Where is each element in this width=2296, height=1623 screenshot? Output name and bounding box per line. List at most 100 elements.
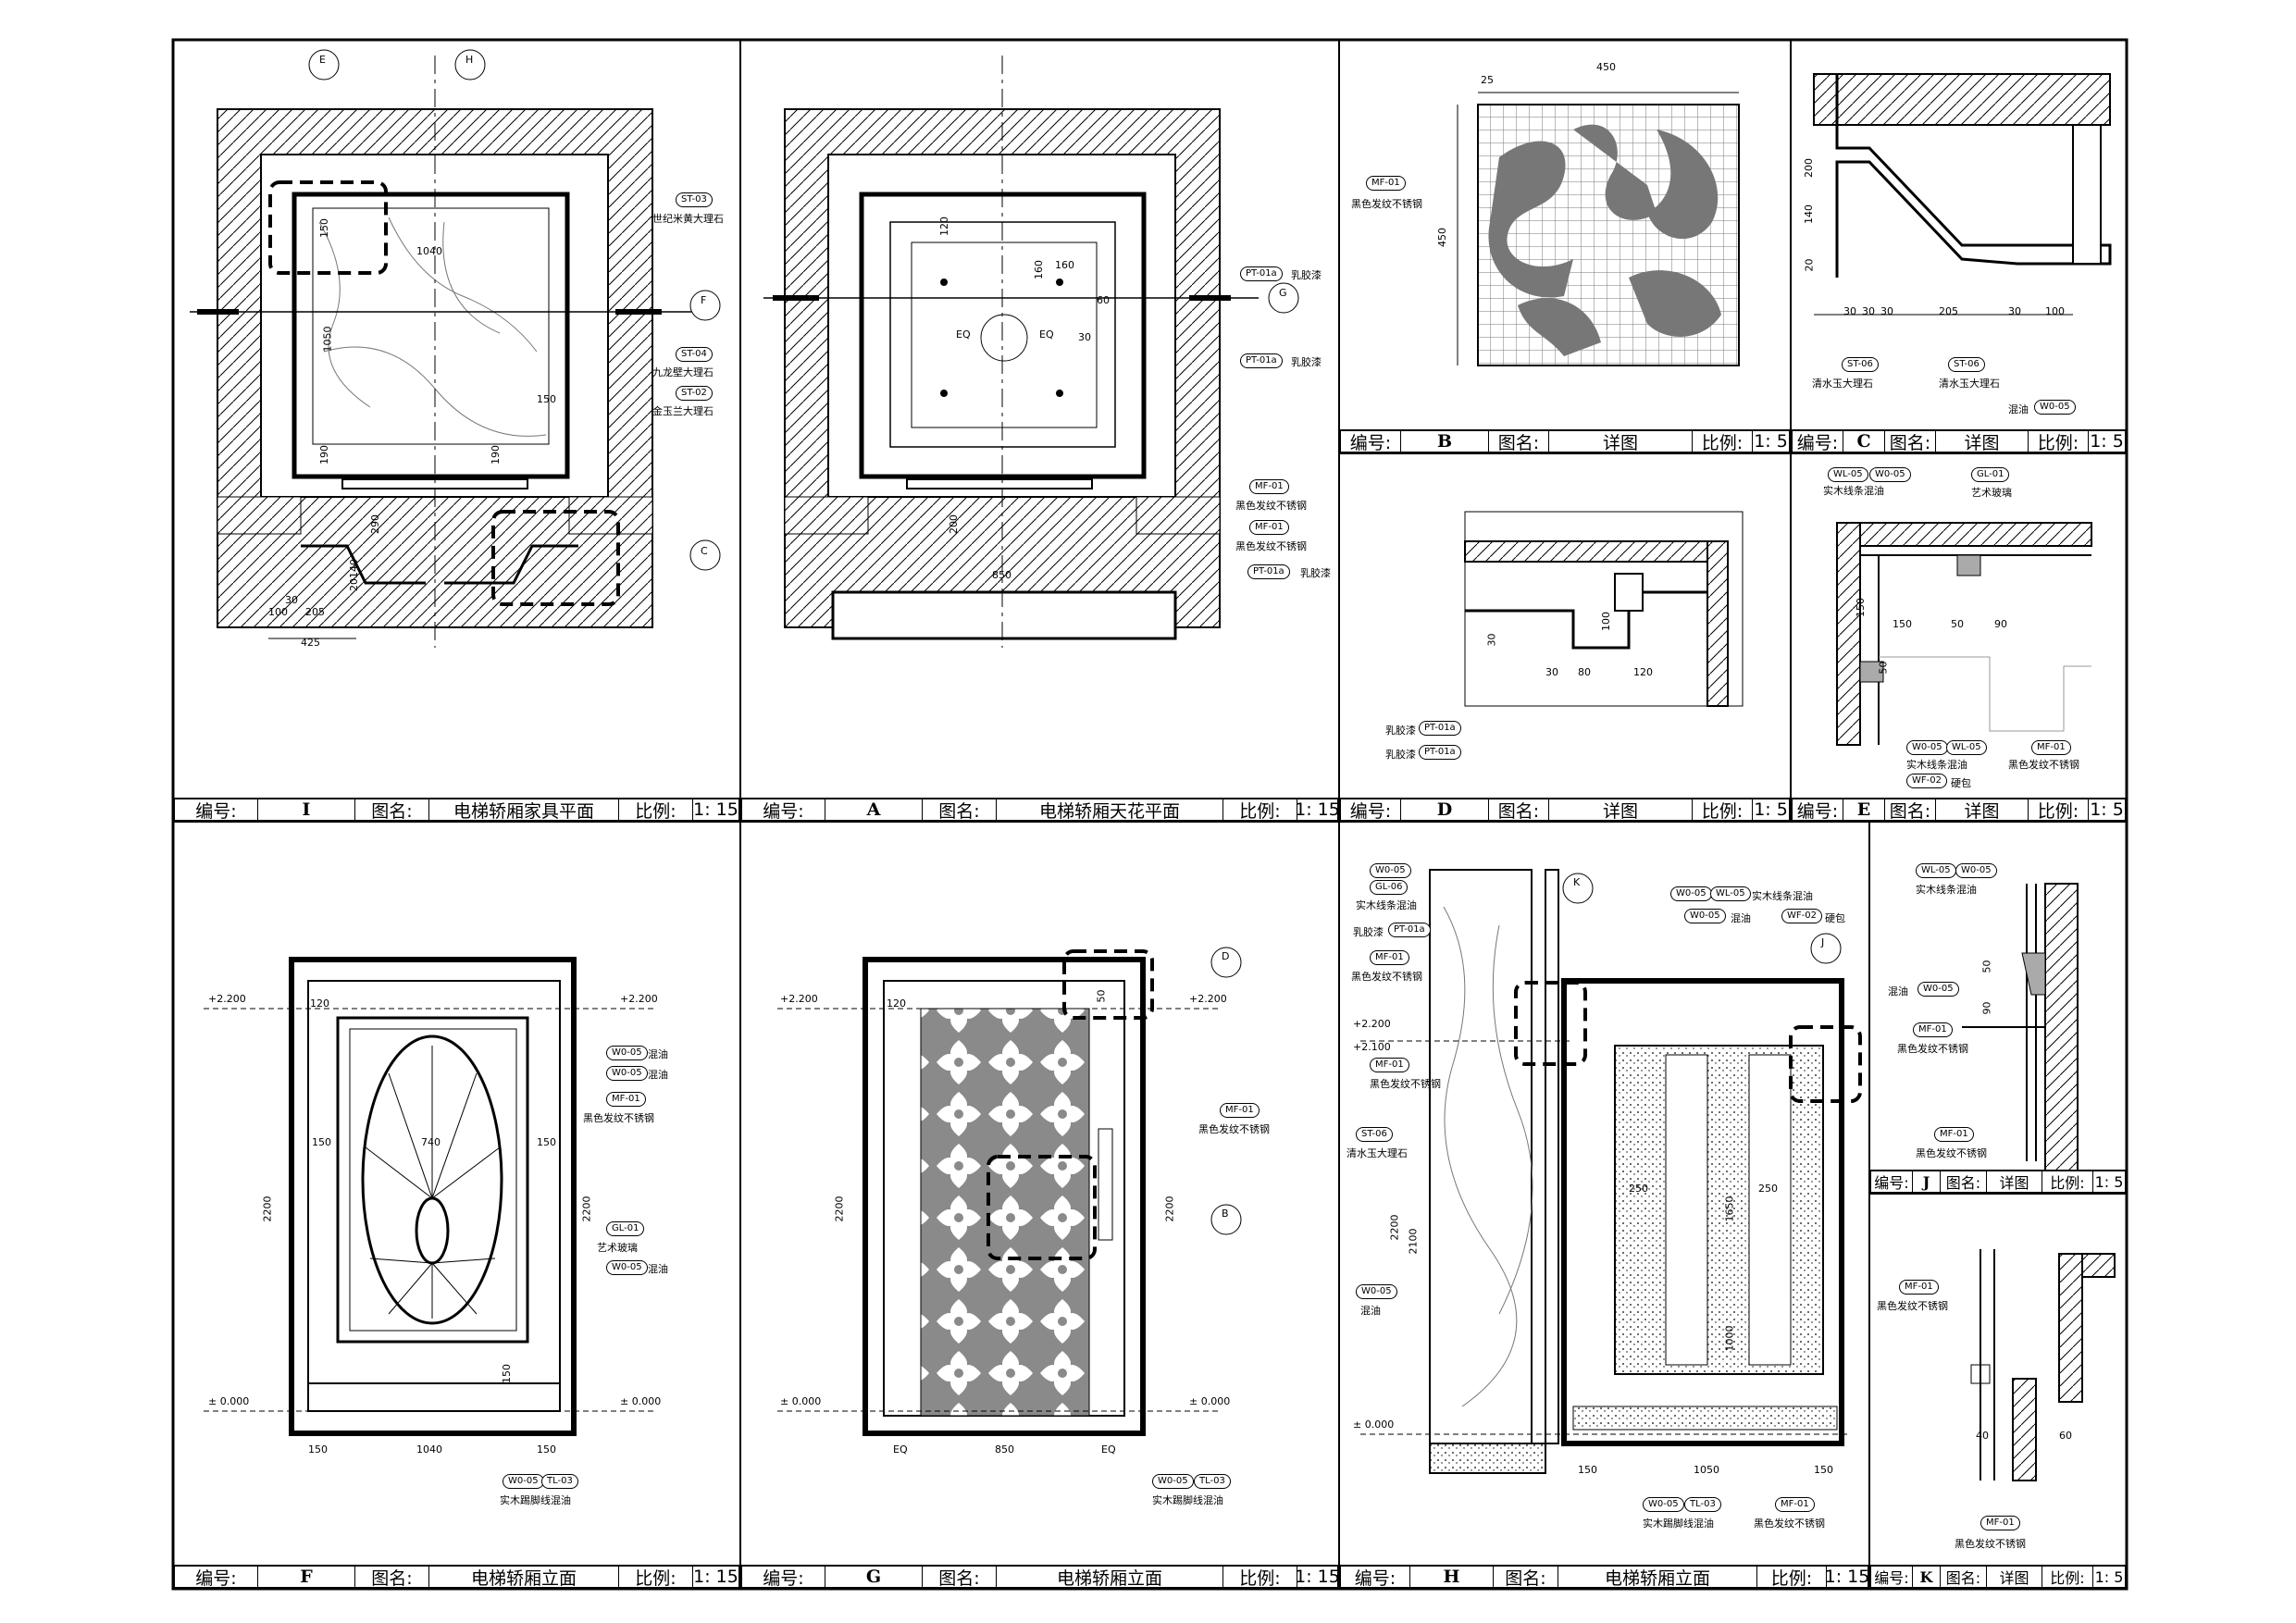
material-note: 混油 xyxy=(1888,985,1908,997)
plan-A-drawing xyxy=(763,56,1299,648)
dimension: 50 xyxy=(1951,618,1964,630)
material-tag: ST-06 xyxy=(1356,1127,1393,1142)
section-marker: C xyxy=(701,545,708,557)
dimension: 90 xyxy=(1994,618,2007,630)
drawing-scale: 1: 15 xyxy=(1827,1567,1868,1587)
dimension: 200 xyxy=(1803,158,1815,178)
dimension: 30 xyxy=(285,594,298,606)
drawing-code: J xyxy=(1913,1171,1941,1192)
level-mark: +2.200 xyxy=(208,993,246,1005)
dimension: 2200 xyxy=(261,1196,274,1222)
material-tag: WL-05 xyxy=(1916,863,1956,878)
code-label: 编号: xyxy=(1341,799,1401,820)
dimension: 150 xyxy=(501,1364,513,1383)
material-tag: WL-05 xyxy=(1828,467,1868,482)
material-note: 黑色发纹不锈钢 xyxy=(1955,1538,2026,1550)
material-note: 实木踢脚线混油 xyxy=(500,1494,571,1506)
dimension: 1050 xyxy=(1694,1464,1719,1476)
dimension: 80 xyxy=(1578,666,1591,678)
drawing-scale: 1: 15 xyxy=(1297,799,1337,820)
dimension: 205 xyxy=(1939,305,1958,317)
dimension: 740 xyxy=(421,1136,441,1148)
drawing-code: F xyxy=(258,1567,355,1587)
material-tag: WL-05 xyxy=(1946,740,1987,755)
dimension: 205 xyxy=(305,606,325,618)
material-note: 黑色发纹不锈钢 xyxy=(1877,1300,1948,1312)
drawing-name: 电梯轿厢天花平面 xyxy=(997,799,1223,820)
name-label: 图名: xyxy=(1885,431,1936,452)
material-note: 艺术玻璃 xyxy=(1971,487,2012,499)
dimension: 150 xyxy=(312,1136,331,1148)
material-note: 乳胶漆 xyxy=(1291,269,1322,281)
dimension: 60 xyxy=(2059,1430,2072,1442)
material-tag: ST-04 xyxy=(676,347,713,362)
name-label: 图名: xyxy=(1494,1567,1558,1587)
scale-label: 比例: xyxy=(1693,799,1753,820)
material-tag: MF-01 xyxy=(1934,1127,1974,1142)
material-note: 黑色发纹不锈钢 xyxy=(1916,1147,1987,1159)
scale-label: 比例: xyxy=(2029,431,2089,452)
material-tag: PT-01a xyxy=(1247,564,1290,579)
material-note: 混油 xyxy=(648,1069,668,1081)
material-tag: PT-01a xyxy=(1240,266,1283,281)
code-label: 编号: xyxy=(742,1567,825,1587)
material-note: 乳胶漆 xyxy=(1385,749,1416,761)
dimension: 2100 xyxy=(1407,1228,1420,1255)
material-note: 黑色发纹不锈钢 xyxy=(1235,500,1307,512)
material-note: 世纪米黄大理石 xyxy=(652,213,724,225)
material-note: 清水玉大理石 xyxy=(1812,378,1873,390)
dimension: 140 xyxy=(1803,204,1815,224)
dimension: 120 xyxy=(887,997,906,1010)
material-tag: MF-01 xyxy=(1220,1103,1260,1118)
title-bar-F: 编号: F 图名: 电梯轿厢立面 比例: 1: 15 xyxy=(173,1565,740,1589)
dimension: 30 xyxy=(1078,331,1091,343)
drawing-code: C xyxy=(1843,431,1885,452)
dimension: 30 xyxy=(1545,666,1558,678)
drawing-name: 详图 xyxy=(1936,799,2029,820)
title-bar-I: 编号: I 图名: 电梯轿厢家具平面 比例: 1: 15 xyxy=(173,798,740,822)
dimension: 425 xyxy=(301,637,320,649)
dimension: 2200 xyxy=(1163,1196,1176,1222)
section-marker: K xyxy=(1573,876,1581,888)
material-note: 黑色发纹不锈钢 xyxy=(1370,1078,1441,1090)
material-note: 九龙壁大理石 xyxy=(652,366,714,378)
name-label: 图名: xyxy=(1941,1567,1987,1587)
dimension: EQ xyxy=(956,328,971,341)
material-tag: PT-01a xyxy=(1419,745,1461,760)
dimension: 100 xyxy=(268,606,288,618)
drawing-scale: 1: 5 xyxy=(2090,799,2124,820)
material-tag: W0-05 xyxy=(1370,863,1411,878)
detail-E-drawing xyxy=(1836,522,2092,746)
title-bar-E: 编号: E 图名: 详图 比例: 1: 5 xyxy=(1791,798,2127,822)
material-note: 黑色发纹不锈钢 xyxy=(1754,1518,1825,1530)
material-tag: MF-01 xyxy=(1249,479,1289,494)
material-note: 清水玉大理石 xyxy=(1939,378,2000,390)
drawing-scale: 1: 5 xyxy=(2094,1172,2124,1191)
dimension: 250 xyxy=(1758,1183,1778,1195)
dimension: 1000 xyxy=(1723,1325,1736,1352)
drawing-scale: 1: 15 xyxy=(1297,1567,1337,1587)
drawing-name: 详图 xyxy=(1987,1567,2042,1587)
material-tag: W0-05 xyxy=(2034,400,2076,415)
level-mark: +2.200 xyxy=(780,993,818,1005)
dimension: 1040 xyxy=(416,1443,442,1456)
title-bar-K: 编号: K 图名: 详图 比例: 1: 5 xyxy=(1869,1565,2127,1589)
dimension: 190 xyxy=(490,445,502,465)
code-label: 编号: xyxy=(1871,1171,1913,1192)
title-bar-D: 编号: D 图名: 详图 比例: 1: 5 xyxy=(1339,798,1791,822)
material-tag: W0-05 xyxy=(606,1260,648,1275)
drawing-code: B xyxy=(1401,431,1489,452)
material-note: 黑色发纹不锈钢 xyxy=(1351,971,1422,983)
title-bar-B: 编号: B 图名: 详图 比例: 1: 5 xyxy=(1339,429,1791,453)
scale-label: 比例: xyxy=(2042,1171,2093,1192)
material-note: 实木踢脚线混油 xyxy=(1643,1518,1714,1530)
material-note: 乳胶漆 xyxy=(1385,725,1416,737)
dimension: 60 xyxy=(1097,294,1110,306)
dimension: 2200 xyxy=(1388,1214,1401,1241)
dimension: 150 xyxy=(308,1443,328,1456)
material-note: 硬包 xyxy=(1825,912,1845,924)
material-note: 黑色发纹不锈钢 xyxy=(1351,198,1422,210)
dimension: 100 xyxy=(1600,612,1612,631)
section-marker: D xyxy=(1222,950,1230,962)
detail-K-drawing xyxy=(1970,1249,2116,1481)
